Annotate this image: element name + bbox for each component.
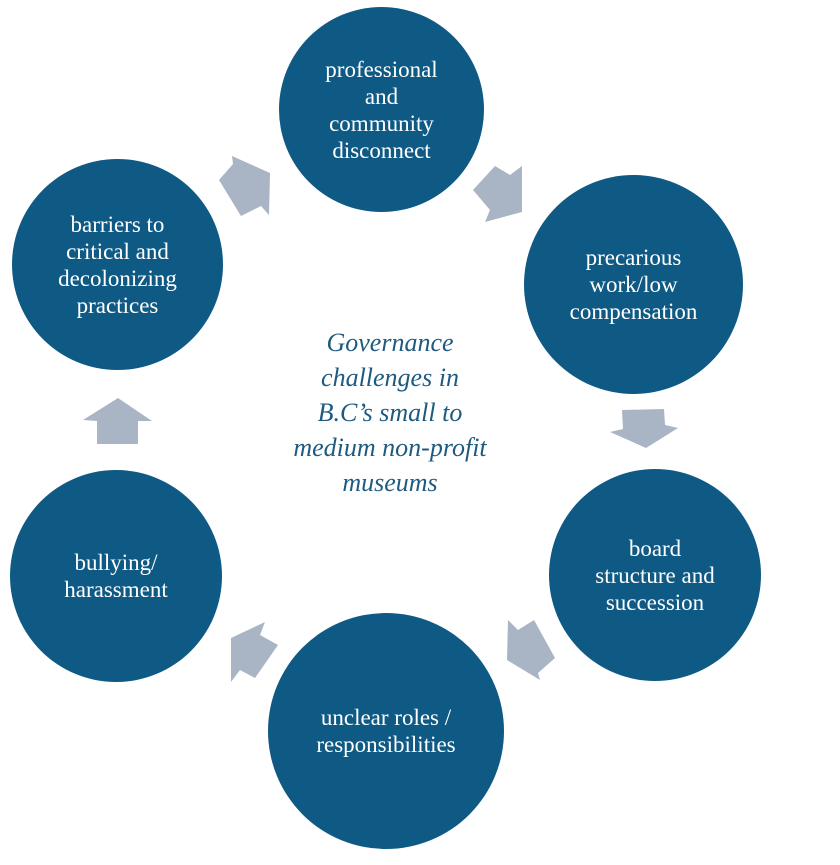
node-precarious-work: precarious work/low compensation xyxy=(524,175,743,394)
node-label: unclear roles / responsibilities xyxy=(316,705,456,757)
node-board-structure: board structure and succession xyxy=(549,469,761,681)
node-label: board structure and succession xyxy=(595,535,715,615)
node-barriers-decolonizing: barriers to critical and decolonizing pr… xyxy=(12,159,223,370)
node-label: barriers to critical and decolonizing pr… xyxy=(58,211,177,318)
arrow-icon xyxy=(83,398,152,444)
arrow-icon xyxy=(231,622,278,682)
node-label: professional and community disconnect xyxy=(325,56,438,163)
node-unclear-roles: unclear roles / responsibilities xyxy=(268,613,504,849)
diagram-title: Governance challenges in B.C’s small to … xyxy=(293,328,487,497)
arrow-icon xyxy=(507,620,555,680)
node-professional-community-disconnect: professional and community disconnect xyxy=(279,7,484,212)
node-bullying-harassment: bullying/ harassment xyxy=(10,470,222,682)
arrow-icon xyxy=(219,156,270,216)
node-label: bullying/ harassment xyxy=(64,550,168,602)
node-label: precarious work/low compensation xyxy=(569,245,698,324)
arrow-icon xyxy=(473,166,522,222)
arrow-icon xyxy=(610,409,678,448)
